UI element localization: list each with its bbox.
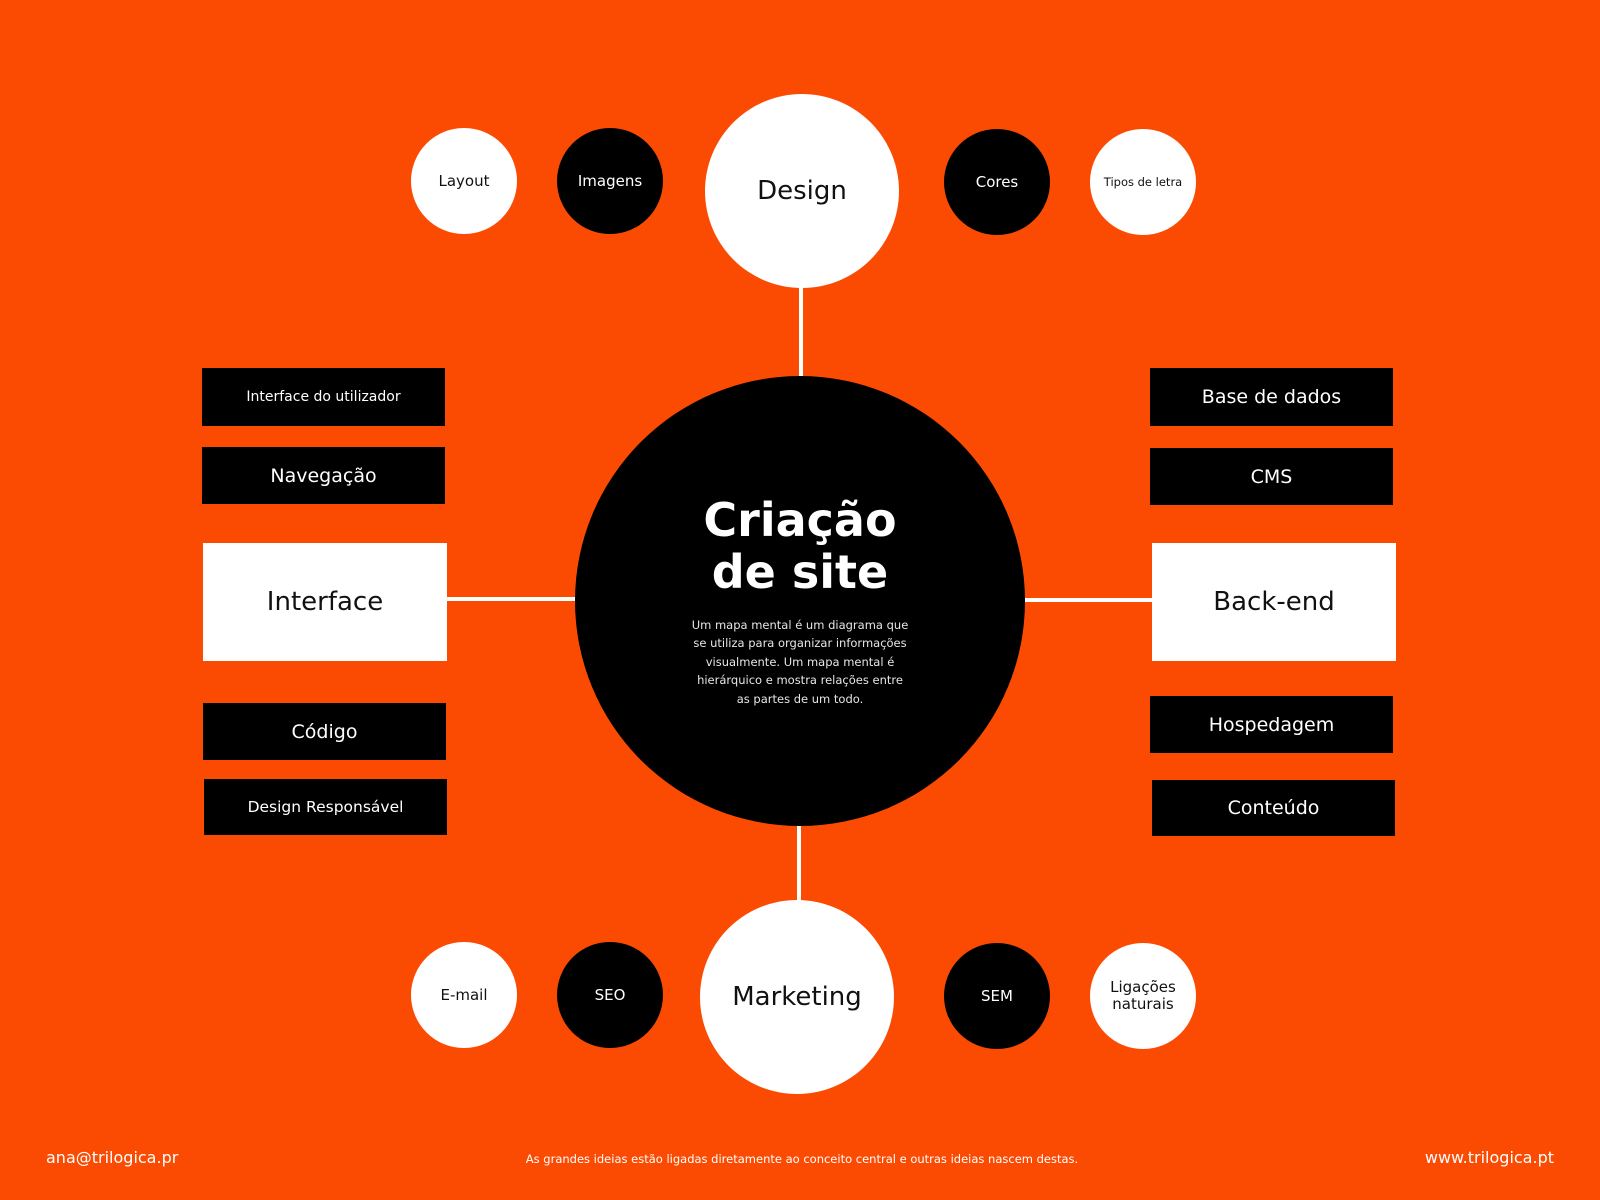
sem-node: SEM xyxy=(944,943,1050,1049)
marketing-label: Marketing xyxy=(732,982,862,1012)
cores-label: Cores xyxy=(975,172,1019,191)
design-node: Design xyxy=(705,94,899,288)
footer-email[interactable]: ana@trilogica.pr xyxy=(46,1148,179,1167)
design-responsavel-box: Design Responsável xyxy=(204,779,447,835)
interface-do-utilizador-box: Interface do utilizador xyxy=(202,368,445,426)
conteudo-label: Conteúdo xyxy=(1227,797,1320,819)
seo-label: SEO xyxy=(594,985,626,1004)
imagens-node: Imagens xyxy=(557,128,663,234)
conteudo-box: Conteúdo xyxy=(1152,780,1395,836)
footer-website[interactable]: www.trilogica.pt xyxy=(1424,1148,1554,1167)
back-end-node: Back-end xyxy=(1152,543,1396,661)
interface-label: Interface xyxy=(266,587,384,617)
central-description: Um mapa mental é um diagrama que se util… xyxy=(691,617,909,706)
tipos-de-letra-node: Tipos de letra xyxy=(1090,129,1196,235)
cms-box: CMS xyxy=(1150,448,1393,505)
base-de-dados-label: Base de dados xyxy=(1201,386,1342,408)
connector-right xyxy=(1025,598,1152,602)
connector-left xyxy=(447,597,575,601)
design-label: Design xyxy=(757,176,847,206)
connector-top xyxy=(799,285,803,377)
navegacao-label: Navegação xyxy=(270,464,377,487)
interface-do-utilizador-label: Interface do utilizador xyxy=(246,389,401,405)
sem-label: SEM xyxy=(981,986,1013,1005)
imagens-label: Imagens xyxy=(577,171,643,190)
seo-node: SEO xyxy=(557,942,663,1048)
interface-node: Interface xyxy=(203,543,447,661)
central-node: Criação de site Um mapa mental é um diag… xyxy=(575,376,1025,826)
central-title-line1: Criação xyxy=(703,492,897,547)
design-responsavel-label: Design Responsável xyxy=(247,798,404,816)
tipos-de-letra-label: Tipos de letra xyxy=(1103,174,1183,189)
footer-tagline: As grandes ideias estão ligadas diretame… xyxy=(525,1152,1079,1166)
connector-bottom xyxy=(797,825,801,903)
back-end-label: Back-end xyxy=(1213,587,1335,617)
central-title-line2: de site xyxy=(711,544,889,599)
ligacoes-naturais-node: Ligações naturais xyxy=(1090,943,1196,1049)
cms-label: CMS xyxy=(1250,465,1293,488)
navegacao-box: Navegação xyxy=(202,447,445,504)
layout-label: Layout xyxy=(438,171,490,190)
codigo-box: Código xyxy=(203,703,446,760)
email-label: E-mail xyxy=(440,985,488,1004)
cores-node: Cores xyxy=(944,129,1050,235)
codigo-label: Código xyxy=(291,720,358,743)
hospedagem-box: Hospedagem xyxy=(1150,696,1393,753)
hospedagem-label: Hospedagem xyxy=(1208,713,1335,736)
base-de-dados-box: Base de dados xyxy=(1150,368,1393,426)
ligacoes-naturais-label: Ligações naturais xyxy=(1110,978,1176,1013)
layout-node: Layout xyxy=(411,128,517,234)
email-node: E-mail xyxy=(411,942,517,1048)
marketing-node: Marketing xyxy=(700,900,894,1094)
